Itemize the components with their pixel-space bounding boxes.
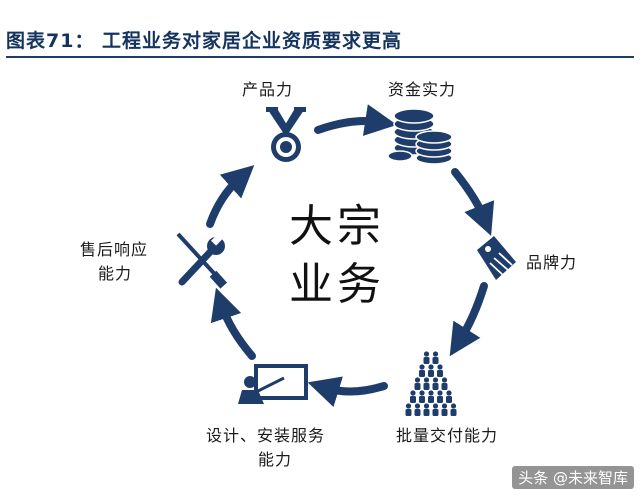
watermark: 头条 @未来智库: [512, 466, 634, 489]
crowd-person-head: [446, 390, 452, 396]
crowd-person-body: [414, 383, 421, 390]
crowd-person-body: [428, 370, 434, 377]
crowd-person-head: [432, 351, 439, 357]
crowd-person-head: [405, 403, 412, 409]
title-divider: [6, 56, 634, 58]
crowd-person-body: [423, 383, 430, 390]
crowd-person-head: [432, 403, 439, 409]
crowd-person-body: [441, 409, 448, 416]
crowd-person-body: [423, 357, 430, 364]
label-brand: 品牌力: [526, 253, 578, 272]
label-design-install-line2: 能力: [258, 450, 293, 469]
arrow-delivery-to-design: [307, 376, 388, 408]
crowd-person-body: [419, 396, 425, 403]
crowd-person-head: [432, 377, 439, 383]
crowd-person-head: [414, 403, 421, 409]
crowd-person-body: [437, 396, 443, 403]
crowd-person-head: [428, 390, 434, 396]
crowd-person-head: [428, 364, 434, 370]
label-batch-delivery: 批量交付能力: [396, 426, 499, 445]
crowd-person-body: [419, 370, 425, 377]
crowd-person-body: [428, 396, 434, 403]
crowd-person-body: [432, 409, 439, 416]
crowd-person-body: [432, 357, 439, 364]
crowd-person-head: [414, 377, 421, 383]
crowd-person-body: [414, 409, 421, 416]
crowd-person-head: [419, 364, 425, 370]
crowd-person-head: [450, 403, 457, 409]
crowd-person-head: [410, 390, 416, 396]
crowd-person-body: [432, 383, 439, 390]
crowd-person-head: [419, 390, 425, 396]
crowd-person-head: [423, 351, 430, 357]
medal-icon: [266, 107, 306, 162]
crowd-person-body: [437, 370, 443, 377]
arrow-design-to-aftersales: [210, 287, 256, 360]
crowd-person-head: [437, 390, 443, 396]
crowd-icon: [405, 351, 457, 416]
crowd-person-head: [441, 377, 448, 383]
center-line-1: 大宗: [289, 201, 385, 252]
crowd-person-body: [450, 409, 457, 416]
crowd-person-body: [405, 409, 412, 416]
crowd-person-head: [423, 377, 430, 383]
tools-icon: [176, 232, 228, 289]
crowd-person-body: [441, 383, 448, 390]
crowd-person-head: [423, 403, 430, 409]
arrow-brand-to-delivery: [449, 282, 488, 357]
label-aftersales-line1: 售后响应: [80, 240, 149, 259]
arrow-product-to-capital: [314, 104, 397, 136]
crowd-person-head: [437, 364, 443, 370]
crowd-person-head: [441, 403, 448, 409]
arrow-capital-to-brand: [451, 168, 495, 236]
label-capital: 资金实力: [388, 80, 457, 99]
coins-icon: [387, 108, 453, 165]
arrow-aftersales-to-product: [206, 165, 255, 228]
label-aftersales-line2: 能力: [98, 264, 133, 283]
crowd-person-body: [410, 396, 416, 403]
label-product: 产品力: [242, 80, 294, 99]
center-line-2: 业务: [289, 259, 385, 310]
crowd-person-body: [446, 396, 452, 403]
tag-icon: [477, 236, 516, 280]
figure-title: 图表71： 工程业务对家居企业资质要求更高: [6, 30, 403, 52]
label-design-install-line1: 设计、安装服务: [206, 426, 326, 445]
crowd-person-body: [423, 409, 430, 416]
presentation-icon: [238, 364, 308, 404]
center-label: 大宗 业务: [262, 198, 412, 314]
